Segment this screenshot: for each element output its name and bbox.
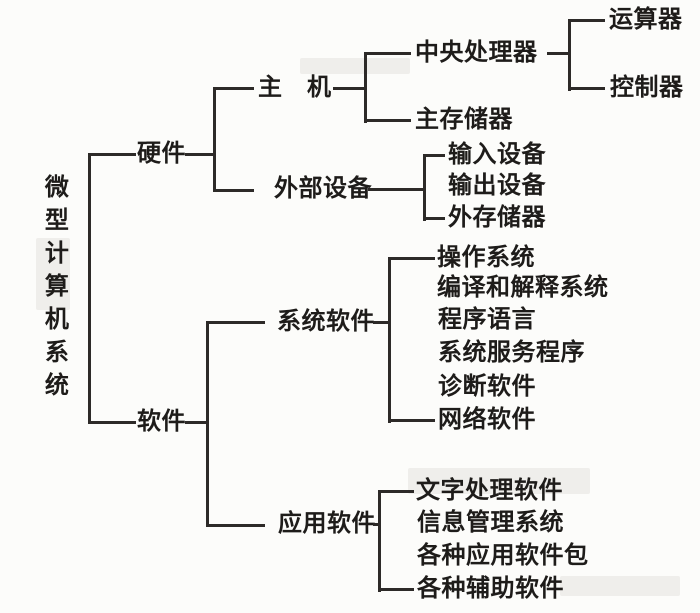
node-software: 软件 — [137, 408, 186, 435]
node-root-title: 微型计算机系统 — [40, 174, 68, 405]
connector-cpu-stub — [365, 52, 411, 55]
node-system-software: 系统软件 — [277, 308, 375, 335]
connector-application-software-right — [373, 523, 381, 526]
node-information-management-systems: 信息管理系统 — [417, 509, 564, 536]
scan-smudge — [560, 576, 680, 596]
connector-main-memory-stub — [365, 119, 411, 122]
connector-os-stub — [389, 257, 435, 260]
connector-external-storage-stub — [424, 217, 445, 220]
node-application-packages: 各种应用软件包 — [417, 542, 589, 569]
node-external-storage: 外存储器 — [448, 204, 546, 231]
connector-cpu-bracket — [568, 19, 571, 91]
node-output-device: 输出设备 — [448, 172, 546, 199]
connector-application-software-bracket — [378, 490, 381, 592]
node-auxiliary-software: 各种辅助软件 — [417, 575, 564, 602]
connector-system-software-stub — [207, 321, 265, 324]
connector-alu-stub — [569, 19, 605, 22]
connector-host-bracket — [364, 52, 367, 123]
connector-input-stub — [424, 154, 445, 157]
node-cpu: 中央处理器 — [415, 39, 538, 66]
node-host: 主 机 — [258, 74, 332, 101]
node-compile-interpret-systems: 编译和解释系统 — [437, 274, 609, 301]
node-application-software: 应用软件 — [278, 510, 376, 537]
connector-auxiliary-software-stub — [379, 588, 414, 591]
connector-network-software-stub — [389, 419, 435, 422]
connector-hardware-bracket — [213, 87, 216, 192]
node-alu: 运算器 — [609, 6, 683, 33]
connector-software-stub — [185, 421, 209, 424]
connector-peripherals-bracket — [423, 154, 426, 221]
connector-root-bracket — [88, 153, 91, 424]
node-programming-languages: 程序语言 — [438, 306, 536, 333]
scan-smudge — [408, 468, 590, 494]
node-peripherals: 外部设备 — [274, 175, 372, 202]
node-hardware: 硬件 — [137, 140, 186, 167]
node-os: 操作系统 — [437, 244, 535, 271]
connector-controller-stub — [569, 87, 605, 90]
connector-peripherals-stub — [214, 189, 254, 192]
connector-root-software — [89, 421, 136, 424]
scan-smudge — [36, 238, 70, 310]
connector-host-right — [333, 87, 367, 90]
node-input-device: 输入设备 — [448, 141, 546, 168]
connector-word-processing-stub — [379, 490, 414, 493]
connector-system-software-bracket — [388, 257, 391, 423]
connector-application-software-stub — [207, 524, 265, 527]
connector-peripherals-right — [368, 188, 426, 191]
connector-host-stub — [214, 87, 254, 90]
connector-system-software-right — [373, 321, 391, 324]
node-controller: 控制器 — [610, 74, 684, 101]
node-network-software: 网络软件 — [438, 406, 536, 433]
connector-software-bracket — [206, 321, 209, 527]
node-diagnostic-software: 诊断软件 — [438, 373, 536, 400]
scan-smudge — [300, 58, 410, 74]
node-word-processing-software: 文字处理软件 — [416, 477, 563, 504]
connector-hardware-stub — [185, 153, 216, 156]
node-main-memory: 主存储器 — [415, 106, 513, 133]
connector-root-hardware — [89, 153, 136, 156]
node-system-service-programs: 系统服务程序 — [438, 339, 585, 366]
connector-cpu-right — [547, 52, 571, 55]
